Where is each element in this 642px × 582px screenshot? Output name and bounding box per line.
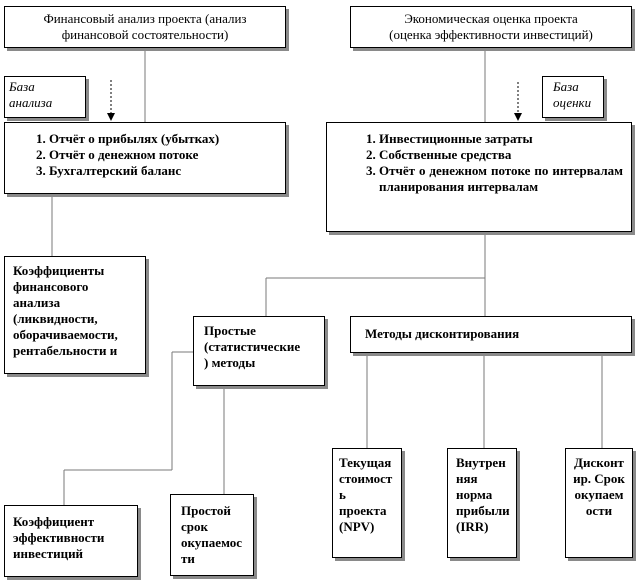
simple-methods-line3: ) методы	[204, 355, 256, 370]
financial-analysis-line1: Финансовый анализ проекта (анализ	[43, 11, 247, 26]
analysis-base-list-box: Отчёт о прибылях (убытках) Отчёт о денеж…	[4, 122, 286, 194]
economic-evaluation-box: Экономическая оценка проекта (оценка эфф…	[350, 6, 632, 48]
discounted-payback-line3: окупаем	[574, 487, 624, 502]
coefficients-line2: финансового	[13, 279, 89, 294]
base-evaluation-line1: База	[553, 79, 579, 94]
discounted-payback-box: Дисконт ир. Срок окупаем ости	[565, 448, 633, 558]
npv-box: Текущая стоимост ь проекта (NPV)	[332, 448, 402, 558]
base-evaluation-label: База оценки	[542, 76, 604, 118]
base-analysis-line1: База	[9, 79, 35, 94]
simple-payback-line2: срок	[181, 519, 208, 534]
list-item: Собственные средства	[379, 147, 623, 163]
irr-line2: няя	[456, 471, 478, 486]
simple-methods-box: Простые (статистические ) методы	[193, 316, 325, 386]
financial-coefficients-box: Коэффициенты финансового анализа (ликвид…	[4, 256, 146, 374]
list-item: Отчёт о денежном потоке по интервалам пл…	[379, 163, 623, 195]
analysis-base-list: Отчёт о прибылях (убытках) Отчёт о денеж…	[5, 131, 285, 179]
coefficients-line6: рентабельности и	[13, 343, 118, 358]
base-analysis-label: База анализа	[4, 76, 86, 118]
list-item: Отчёт о прибылях (убытках)	[49, 131, 285, 147]
efficiency-line2: эффективности	[13, 530, 105, 545]
efficiency-line3: инвестиций	[13, 546, 84, 561]
simple-payback-line4: ти	[181, 551, 195, 566]
base-evaluation-line2: оценки	[553, 95, 592, 110]
discounting-methods-label: Методы дисконтирования	[365, 326, 520, 341]
list-item: Инвестиционные затраты	[379, 131, 623, 147]
investment-efficiency-box: Коэффициент эффективности инвестиций	[4, 505, 138, 577]
irr-line1: Внутрен	[456, 455, 506, 470]
evaluation-base-list: Инвестиционные затраты Собственные средс…	[327, 131, 623, 195]
npv-line1: Текущая	[339, 455, 392, 470]
irr-line3: норма	[456, 487, 493, 502]
discounting-methods-box: Методы дисконтирования	[350, 316, 632, 353]
irr-box: Внутрен няя норма прибыли (IRR)	[447, 448, 517, 558]
list-item: Отчёт о денежном потоке	[49, 147, 285, 163]
discounted-payback-line4: ости	[585, 503, 613, 518]
npv-line2: стоимост	[339, 471, 393, 486]
simple-payback-box: Простой срок окупаемос ти	[170, 494, 254, 576]
simple-methods-line2: (статистические	[204, 339, 301, 354]
irr-line4: прибыли	[456, 503, 510, 518]
npv-line3: ь	[339, 487, 346, 502]
discounted-payback-line2: ир. Срок	[573, 471, 625, 486]
economic-evaluation-line2: (оценка эффективности инвестиций)	[389, 27, 593, 42]
npv-line4: проекта	[339, 503, 387, 518]
evaluation-base-list-box: Инвестиционные затраты Собственные средс…	[326, 122, 632, 232]
base-analysis-line2: анализа	[9, 95, 53, 110]
coefficients-line4: (ликвидности,	[13, 311, 98, 326]
coefficients-line1: Коэффициенты	[13, 263, 105, 278]
coefficients-line5: оборачиваемости,	[13, 327, 118, 342]
simple-methods-line1: Простые	[204, 323, 256, 338]
financial-analysis-line2: финансовой состоятельности)	[61, 27, 229, 42]
economic-evaluation-line1: Экономическая оценка проекта	[404, 11, 578, 26]
efficiency-line1: Коэффициент	[13, 514, 95, 529]
npv-line5: (NPV)	[339, 519, 375, 534]
list-item: Бухгалтерский баланс	[49, 163, 285, 179]
discounted-payback-line1: Дисконт	[574, 455, 624, 470]
simple-payback-line3: окупаемос	[181, 535, 243, 550]
simple-payback-line1: Простой	[181, 503, 231, 518]
financial-analysis-box: Финансовый анализ проекта (анализ финанс…	[4, 6, 286, 48]
irr-line5: (IRR)	[456, 519, 489, 534]
coefficients-line3: анализа	[13, 295, 61, 310]
